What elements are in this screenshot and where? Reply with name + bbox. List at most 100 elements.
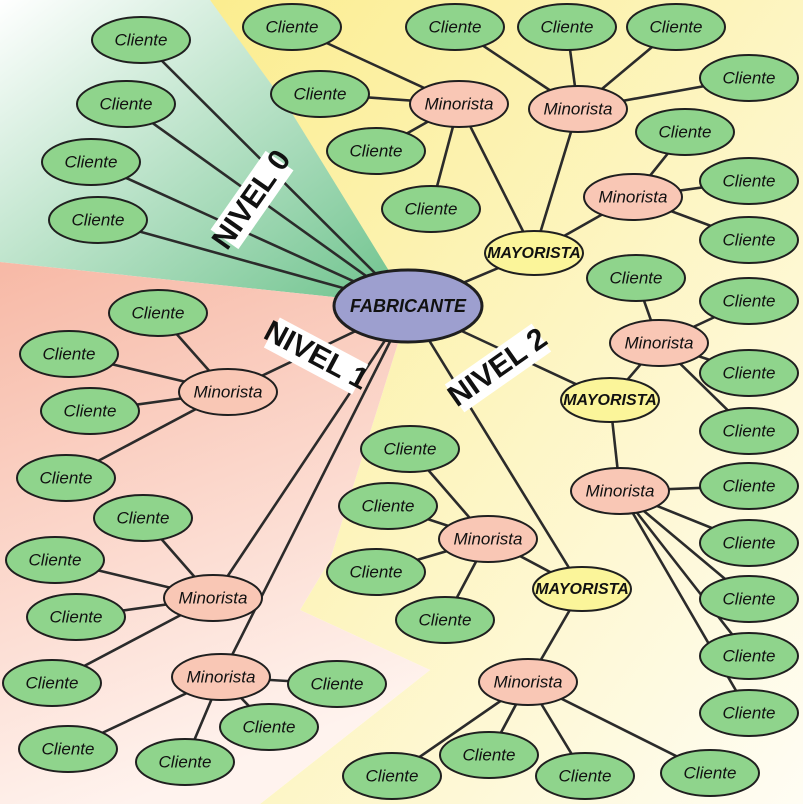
cliente-node-label: Cliente xyxy=(610,268,663,287)
cliente-node-label: Cliente xyxy=(311,674,364,693)
cliente-node: Cliente xyxy=(326,127,426,175)
cliente-node-shape xyxy=(699,277,799,325)
cliente-node-label: Cliente xyxy=(723,171,776,190)
cliente-node: Cliente xyxy=(76,80,176,128)
cliente-node-label: Cliente xyxy=(294,84,347,103)
cliente-node-label: Cliente xyxy=(723,230,776,249)
cliente-node-label: Cliente xyxy=(50,607,103,626)
level-2-label-bg xyxy=(444,323,552,413)
cliente-node-label: Cliente xyxy=(429,17,482,36)
cliente-node-shape xyxy=(26,593,126,641)
cliente-node: Cliente xyxy=(242,3,342,51)
cliente-node-label: Cliente xyxy=(29,550,82,569)
cliente-node-shape xyxy=(219,703,319,751)
cliente-node: Cliente xyxy=(16,454,116,502)
minorista-node: Minorista xyxy=(438,515,538,563)
cliente-node-label: Cliente xyxy=(243,717,296,736)
cliente-node-shape xyxy=(699,407,799,455)
cliente-node-shape xyxy=(405,3,505,51)
cliente-node-label: Cliente xyxy=(541,17,594,36)
cliente-node-label: Cliente xyxy=(723,68,776,87)
cliente-node-shape xyxy=(40,387,140,435)
cliente-node: Cliente xyxy=(405,3,505,51)
cliente-node-shape xyxy=(699,216,799,264)
cliente-node-label: Cliente xyxy=(65,152,118,171)
cliente-node-shape xyxy=(5,536,105,584)
cliente-node-shape xyxy=(626,3,726,51)
cliente-node-shape xyxy=(2,659,102,707)
mayorista-node: MAYORISTA xyxy=(532,566,632,612)
cliente-node-label: Cliente xyxy=(559,766,612,785)
cliente-node-label: Cliente xyxy=(72,210,125,229)
minorista-node: Minorista xyxy=(609,319,709,367)
cliente-node-label: Cliente xyxy=(723,421,776,440)
cliente-node: Cliente xyxy=(326,548,426,596)
cliente-node-label: Cliente xyxy=(723,646,776,665)
cliente-node-label: Cliente xyxy=(684,763,737,782)
cliente-node-label: Cliente xyxy=(64,401,117,420)
minorista-node-label: Minorista xyxy=(544,99,613,118)
minorista-node-shape xyxy=(409,80,509,128)
cliente-node-shape xyxy=(699,54,799,102)
minorista-node-label: Minorista xyxy=(425,94,494,113)
cliente-node-label: Cliente xyxy=(723,703,776,722)
connector-line xyxy=(406,305,584,590)
cliente-node-label: Cliente xyxy=(419,610,472,629)
cliente-node-shape xyxy=(48,196,148,244)
cliente-node-label: Cliente xyxy=(723,589,776,608)
cliente-node-label: Cliente xyxy=(650,17,703,36)
cliente-node-shape xyxy=(326,127,426,175)
cliente-node: Cliente xyxy=(699,277,799,325)
cliente-node: Cliente xyxy=(626,3,726,51)
minorista-node: Minorista xyxy=(409,80,509,128)
cliente-node: Cliente xyxy=(270,70,370,118)
cliente-node-shape xyxy=(287,660,387,708)
minorista-node: Minorista xyxy=(163,574,263,622)
cliente-node-shape xyxy=(16,454,116,502)
cliente-node: Cliente xyxy=(699,349,799,397)
minorista-node: Minorista xyxy=(478,658,578,706)
cliente-node-label: Cliente xyxy=(463,745,516,764)
level-1-label-bg xyxy=(263,317,369,395)
fabricante-node-shape xyxy=(332,268,484,344)
cliente-node-label: Cliente xyxy=(350,562,403,581)
cliente-node: Cliente xyxy=(699,575,799,623)
cliente-node-shape xyxy=(342,752,442,800)
cliente-node-shape xyxy=(18,725,118,773)
cliente-node-label: Cliente xyxy=(42,739,95,758)
cliente-node: Cliente xyxy=(699,216,799,264)
mayorista-node-label: MAYORISTA xyxy=(563,392,657,409)
cliente-node-label: Cliente xyxy=(266,17,319,36)
cliente-node-shape xyxy=(242,3,342,51)
cliente-node-label: Cliente xyxy=(723,363,776,382)
cliente-node: Cliente xyxy=(699,632,799,680)
mayorista-node-shape xyxy=(560,377,660,423)
minorista-node-label: Minorista xyxy=(586,481,655,500)
cliente-node-label: Cliente xyxy=(26,673,79,692)
cliente-node-label: Cliente xyxy=(723,533,776,552)
cliente-node-label: Cliente xyxy=(659,122,712,141)
cliente-node-shape xyxy=(660,749,760,797)
minorista-node-label: Minorista xyxy=(179,588,248,607)
cliente-node-shape xyxy=(360,425,460,473)
cliente-node-shape xyxy=(699,519,799,567)
minorista-node-label: Minorista xyxy=(625,333,694,352)
cliente-node: Cliente xyxy=(41,138,141,186)
connector-line xyxy=(211,305,410,599)
connector-line xyxy=(457,103,536,254)
cliente-node-shape xyxy=(381,185,481,233)
mayorista-node-shape xyxy=(484,230,584,276)
cliente-node: Cliente xyxy=(699,519,799,567)
cliente-node-label: Cliente xyxy=(100,94,153,113)
cliente-node-shape xyxy=(338,482,438,530)
cliente-node-shape xyxy=(699,157,799,205)
cliente-node: Cliente xyxy=(586,254,686,302)
cliente-node-label: Cliente xyxy=(723,291,776,310)
cliente-node-label: Cliente xyxy=(723,476,776,495)
cliente-node-shape xyxy=(699,462,799,510)
minorista-node: Minorista xyxy=(570,467,670,515)
cliente-node-shape xyxy=(699,349,799,397)
minorista-node-label: Minorista xyxy=(454,529,523,548)
cliente-node-label: Cliente xyxy=(350,141,403,160)
